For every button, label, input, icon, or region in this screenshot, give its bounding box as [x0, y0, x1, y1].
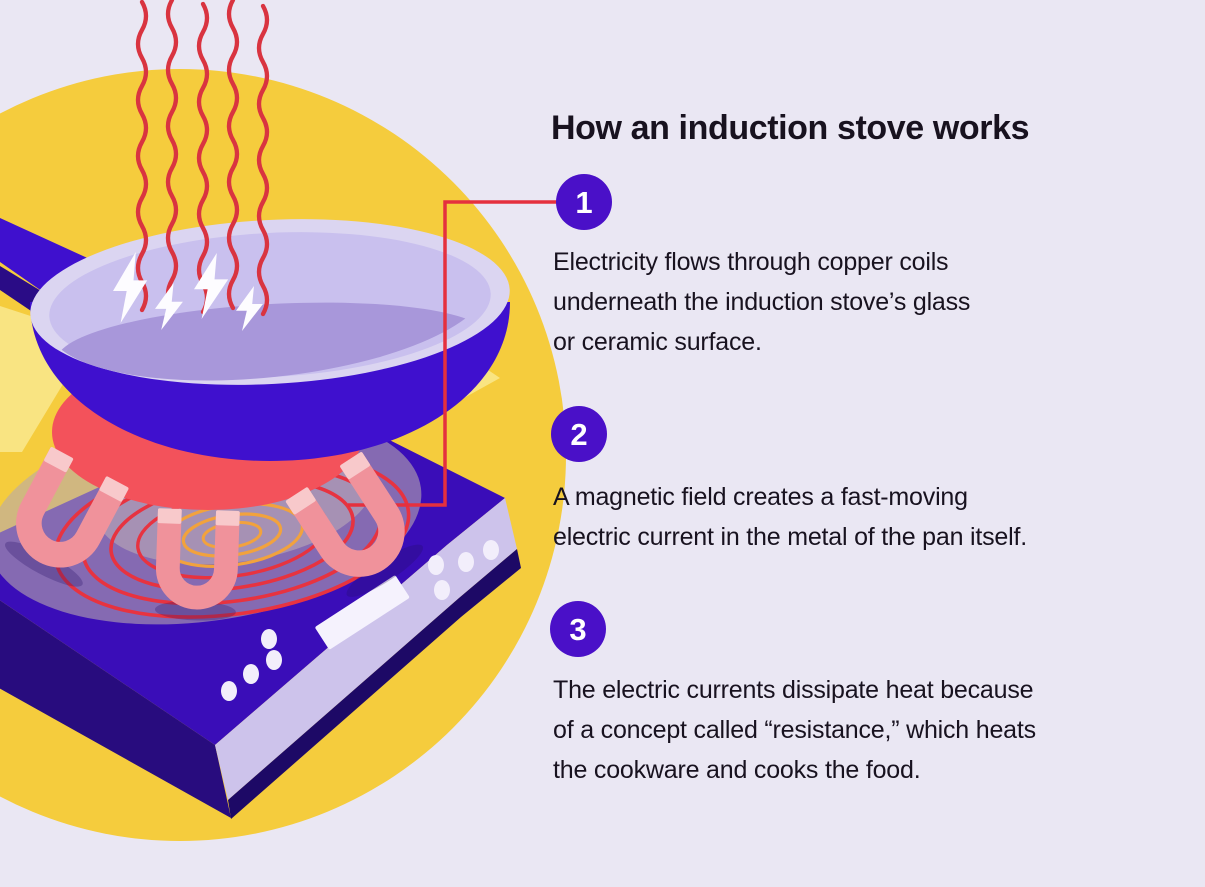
magnet-pole	[340, 452, 370, 480]
stove-button	[221, 681, 237, 701]
magnet-pole	[215, 510, 240, 526]
stove-button	[458, 552, 474, 572]
step-3-line-2: of a concept called “resistance,” which …	[553, 716, 1036, 744]
lightning-bolt	[155, 283, 183, 330]
step-3-badge: 3	[550, 601, 606, 657]
magnet-pole	[99, 476, 129, 502]
lightning-bolt	[194, 253, 229, 319]
stove-button	[243, 664, 259, 684]
step-1-line-1: Electricity flows through copper coils	[553, 248, 949, 276]
page-title: How an induction stove works	[551, 108, 1030, 147]
lightning-bolt	[113, 252, 148, 323]
step-2-line-1: A magnetic field creates a fast-moving	[553, 483, 968, 511]
step-3-text: The electric currents dissipate heat bec…	[553, 670, 1036, 790]
magnet-shadow	[346, 544, 424, 597]
step-1-line-3: or ceramic surface.	[553, 328, 762, 356]
stove-button	[261, 629, 277, 649]
step-2-text: A magnetic field creates a fast-moving e…	[553, 477, 1027, 557]
step-2-badge: 2	[551, 406, 607, 462]
magnet-pole	[44, 447, 74, 473]
steam-lines-icon	[135, 0, 270, 317]
step-2-line-2: electric current in the metal of the pan…	[553, 523, 1027, 551]
step-3-number: 3	[569, 611, 587, 647]
stove-front-panel	[215, 498, 517, 800]
magnet-pole	[157, 508, 182, 524]
step-3-line-3: the cookware and cooks the food.	[553, 756, 921, 784]
stove-button	[266, 650, 282, 670]
stove-left-face	[0, 600, 231, 818]
magnet-shadow	[154, 600, 236, 621]
step-3-line-1: The electric currents dissipate heat bec…	[553, 676, 1034, 704]
lightning-bolt	[236, 286, 263, 331]
pan-icon	[30, 219, 510, 461]
step-1-text: Electricity flows through copper coils u…	[553, 242, 970, 362]
magnet-icon	[4, 447, 129, 587]
stove-button	[483, 540, 499, 560]
step-1-number: 1	[575, 184, 593, 220]
stove-button	[428, 555, 444, 575]
magnet-icon	[285, 452, 424, 597]
stove-base-edge	[228, 549, 521, 819]
magnet-icon	[154, 508, 240, 621]
lightning-bolts-icon	[113, 252, 263, 331]
step-1-line-2: underneath the induction stove’s glass	[553, 288, 971, 316]
magnet-pole	[285, 487, 316, 515]
stove-buttons	[221, 540, 499, 701]
connector-line	[348, 200, 566, 507]
step-1-badge: 1	[556, 174, 612, 230]
stove-display	[315, 575, 410, 650]
step-2-number: 2	[570, 416, 588, 452]
stove-button	[434, 580, 450, 600]
